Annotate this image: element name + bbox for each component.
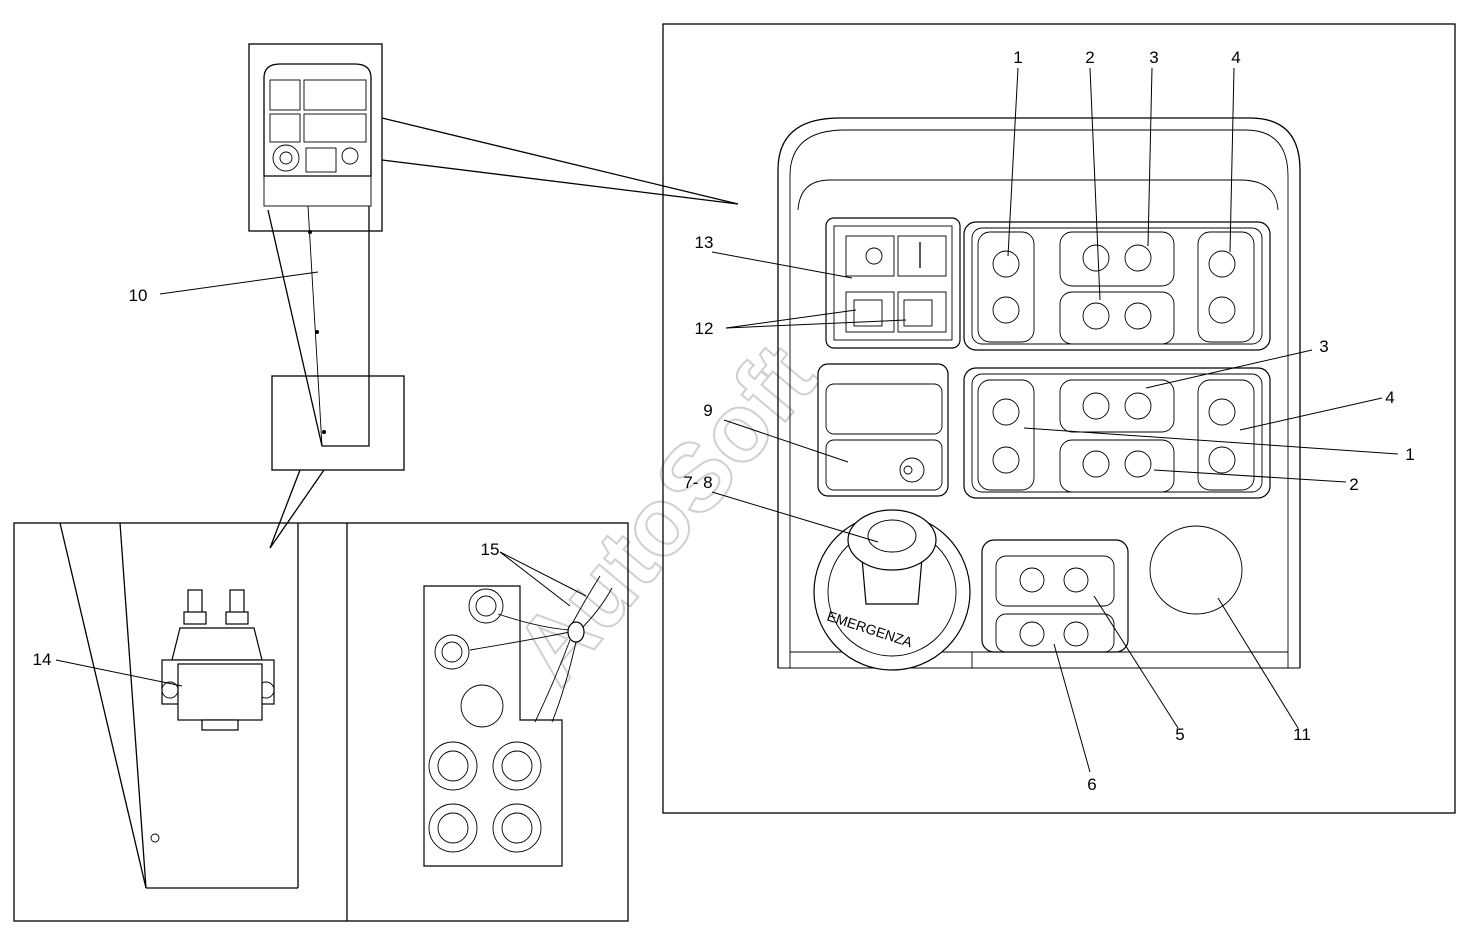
label-top-1: 1 bbox=[1013, 48, 1022, 67]
leader-lines bbox=[55, 67, 1399, 773]
label-top-4: 4 bbox=[1231, 48, 1240, 67]
main-panel-detail: EMERGENZA bbox=[662, 23, 1456, 814]
label-top-3: 3 bbox=[1149, 48, 1158, 67]
label-right-1: 1 bbox=[1405, 445, 1414, 464]
label-right-3: 3 bbox=[1319, 337, 1328, 356]
connector-plate bbox=[423, 575, 613, 867]
bottom-detail bbox=[13, 522, 629, 922]
label-9: 9 bbox=[703, 401, 712, 420]
label-11: 11 bbox=[1293, 725, 1311, 744]
label-10: 10 bbox=[129, 286, 148, 305]
callout-labels: 1 2 3 4 13 12 9 7- 8 10 3 4 1 2 5 6 11 1… bbox=[33, 48, 1415, 794]
label-12: 12 bbox=[695, 319, 714, 338]
label-14: 14 bbox=[33, 650, 52, 669]
label-15: 15 bbox=[481, 540, 500, 559]
label-top-2: 2 bbox=[1085, 48, 1094, 67]
label-13: 13 bbox=[695, 233, 714, 252]
label-right-2: 2 bbox=[1349, 475, 1358, 494]
overview-detail bbox=[248, 43, 739, 549]
label-6: 6 bbox=[1087, 775, 1096, 794]
label-right-4: 4 bbox=[1385, 388, 1394, 407]
label-7-8: 7- 8 bbox=[683, 473, 712, 492]
relay-component bbox=[161, 589, 275, 731]
label-5: 5 bbox=[1175, 725, 1184, 744]
